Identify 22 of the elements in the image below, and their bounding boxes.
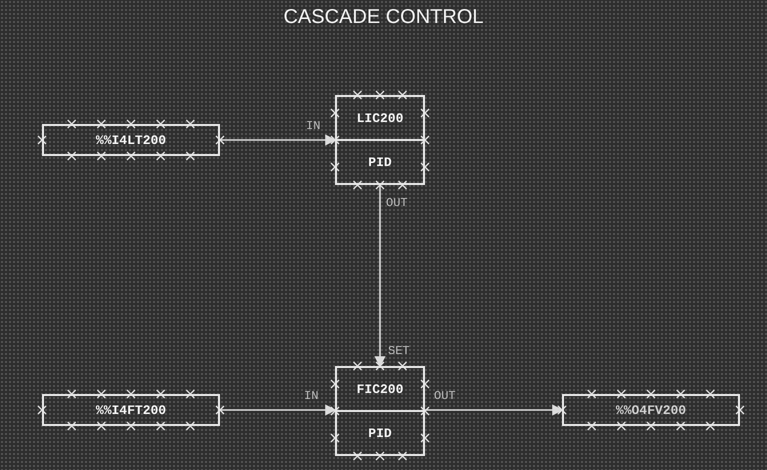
block-name: LIC200 [356,110,404,126]
io-tag-name: %%I4LT200 [96,132,166,148]
block-name: FIC200 [356,382,404,396]
io-tag-name: %%I4FT200 [96,402,166,418]
io-tag-block [42,394,220,426]
port-label: SET [388,344,410,358]
signal-arrow [220,134,336,146]
function-block [335,366,425,456]
block-type: PID [368,426,392,440]
io-tag-name: %%O4FV200 [616,402,686,418]
port-label: OUT [386,196,408,210]
io-tag-block [42,124,220,156]
port-label: IN [304,389,318,403]
signal-arrow [425,404,564,416]
signal-arrow [374,185,386,368]
port-label: IN [306,119,320,133]
signal-arrow [220,404,336,416]
block-type: PID [368,154,392,170]
diagram-title: CASCADE CONTROL [283,6,484,29]
io-tag-block [562,394,740,426]
function-block [335,95,425,185]
port-label: OUT [434,389,456,403]
